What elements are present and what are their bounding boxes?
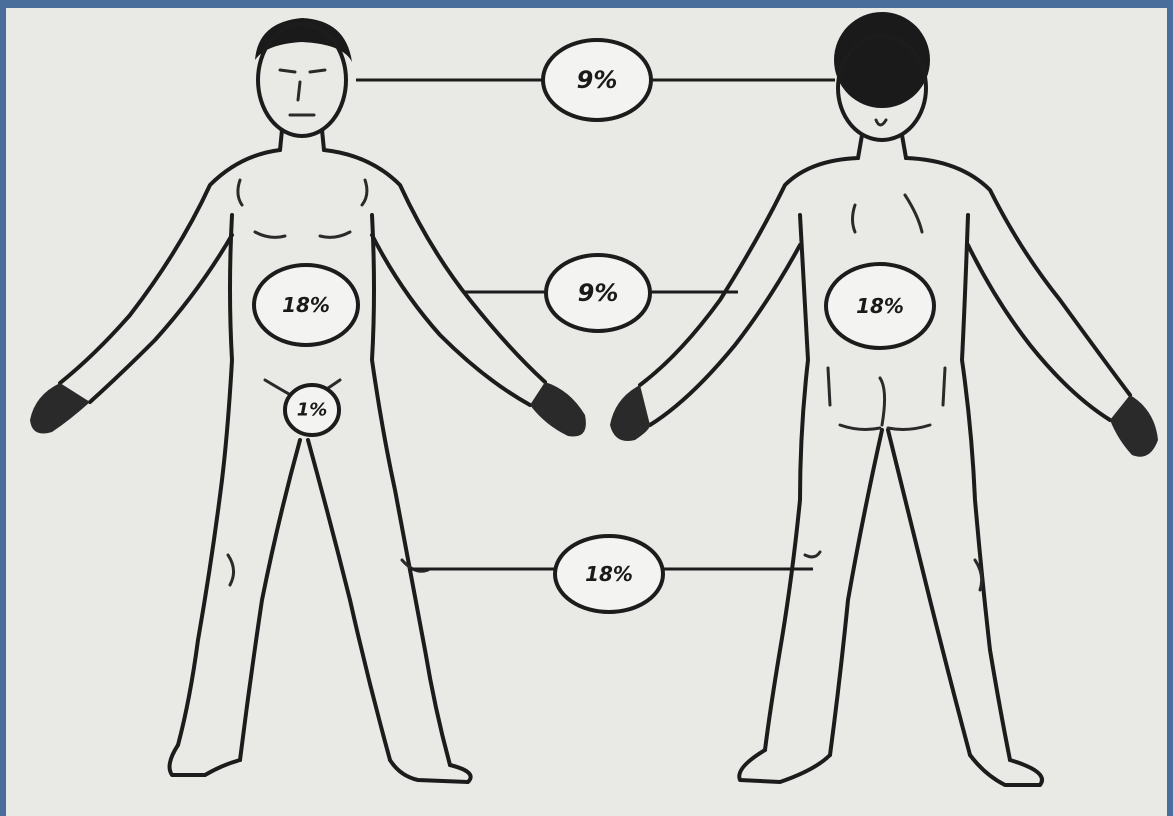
label-head: 9% — [543, 40, 651, 120]
back-figure — [610, 12, 1158, 785]
label-arms: 9% — [546, 255, 650, 331]
label-trunk-back: 18% — [826, 264, 934, 348]
label-head-text: 9% — [577, 66, 618, 94]
label-legs: 18% — [555, 536, 663, 612]
label-genitals: 1% — [285, 385, 339, 435]
label-trunk-front-text: 18% — [282, 293, 330, 317]
label-arms-text: 9% — [578, 279, 619, 307]
label-trunk-front: 18% — [254, 265, 358, 345]
label-legs-text: 18% — [585, 562, 633, 586]
label-trunk-back-text: 18% — [856, 294, 904, 318]
label-genitals-text: 1% — [297, 400, 328, 421]
